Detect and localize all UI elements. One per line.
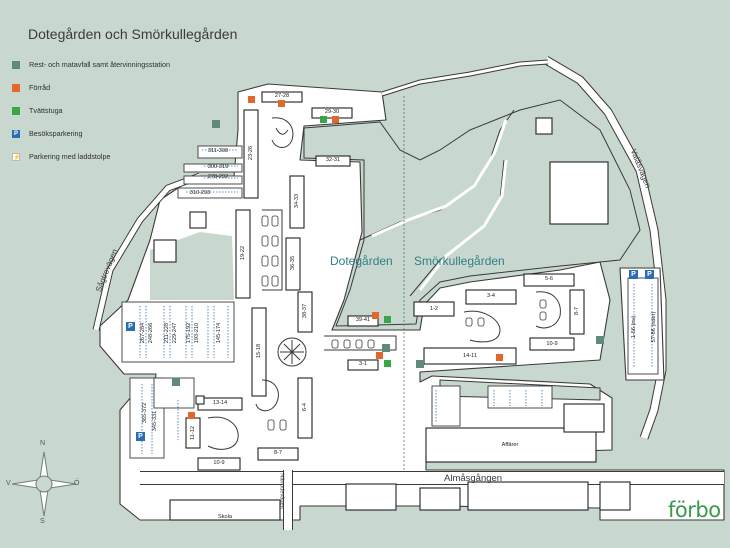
recycling-marker xyxy=(382,344,390,352)
storage-icon xyxy=(12,84,20,92)
storage-marker xyxy=(278,100,285,107)
building-label: 10-9 xyxy=(213,460,225,466)
laundry-marker xyxy=(320,116,327,123)
storage-marker xyxy=(376,352,383,359)
storage-marker xyxy=(496,354,503,361)
building-label: 19-22 xyxy=(240,245,246,261)
building-label: 3-4 xyxy=(486,293,496,299)
parking-label: 145-174 xyxy=(216,322,222,344)
building-label: 32-31 xyxy=(325,157,341,163)
parking-label: 267-284 xyxy=(140,322,146,344)
parking-label: 345-331 xyxy=(152,410,158,432)
building-label: 39-41 xyxy=(355,317,371,323)
building-label: 29-30 xyxy=(324,109,340,115)
parking-label: 175-192 xyxy=(186,322,192,344)
compass-west: V xyxy=(6,480,11,487)
compass-east: Ö xyxy=(74,480,80,487)
parking-label: 229-247 xyxy=(172,322,178,344)
parking-label: 365-372 xyxy=(142,402,148,424)
building-label: 11-12 xyxy=(190,426,196,440)
building-label: 36-35 xyxy=(290,255,296,271)
building-label: 8-7 xyxy=(273,450,283,456)
storage-marker xyxy=(372,312,379,319)
parking-icon: P xyxy=(629,270,638,279)
recycling-icon xyxy=(12,61,20,69)
building-label: 34-33 xyxy=(294,193,300,209)
building-label: Affärer xyxy=(501,442,519,448)
building-label: 27-28 xyxy=(274,93,290,99)
map-title: Dotegården och Smörkullegården xyxy=(28,26,238,42)
road-label-almasgangen: Almåsgången xyxy=(444,473,503,484)
building-label: 1-56 (nv) xyxy=(631,315,637,339)
building-label: 311-308 xyxy=(207,148,229,154)
parking-label: 248-266 xyxy=(148,322,154,344)
storage-marker xyxy=(332,116,339,123)
building-label: 14-11 xyxy=(463,353,477,359)
area-label-dotegarden: Dotegården xyxy=(330,254,393,268)
building-label: 8-7 xyxy=(574,306,580,316)
recycling-marker xyxy=(596,336,604,344)
laundry-marker xyxy=(384,360,391,367)
building-label: 23-26 xyxy=(248,145,254,161)
area-label-smorkullegarden: Smörkullegården xyxy=(414,254,505,268)
recycling-marker xyxy=(172,378,180,386)
storage-marker xyxy=(248,96,255,103)
parking-label: 211-228 xyxy=(164,322,170,344)
compass-south: S xyxy=(40,518,45,525)
compass-north: N xyxy=(40,440,46,447)
recycling-marker xyxy=(212,120,220,128)
building-label: 15-18 xyxy=(256,343,262,359)
building-label: 13-14 xyxy=(212,400,228,406)
recycling-marker xyxy=(416,360,424,368)
building-label: 310-293 xyxy=(189,190,211,196)
parking-icon: P xyxy=(126,322,135,331)
parking-icon: P xyxy=(645,270,654,279)
building-label: 57-86 (nder) xyxy=(651,311,657,343)
road-label-narrodevagen: Närrodevägen xyxy=(278,473,285,509)
building-label: Skola xyxy=(218,514,232,520)
building-label: 278-292 xyxy=(207,174,229,180)
bolt-icon: ⚡ xyxy=(12,153,21,161)
parking-icon: P xyxy=(12,130,20,138)
building-label: 1-2 xyxy=(429,306,439,312)
compass-rose xyxy=(11,451,77,517)
laundry-marker xyxy=(384,316,391,323)
building-label: 6-4 xyxy=(302,402,308,412)
forbo-logo: förbo xyxy=(668,498,721,522)
parking-label: 193-210 xyxy=(194,322,200,344)
building-label: 38-37 xyxy=(302,303,308,319)
building-label: 300-319 xyxy=(207,164,229,170)
laundry-icon xyxy=(12,107,20,115)
parking-icon: P xyxy=(136,432,145,441)
building-label: 10-9 xyxy=(546,341,558,347)
storage-marker xyxy=(188,412,195,419)
building-label: 3-1 xyxy=(358,361,368,367)
building-label: 5-6 xyxy=(544,276,554,282)
